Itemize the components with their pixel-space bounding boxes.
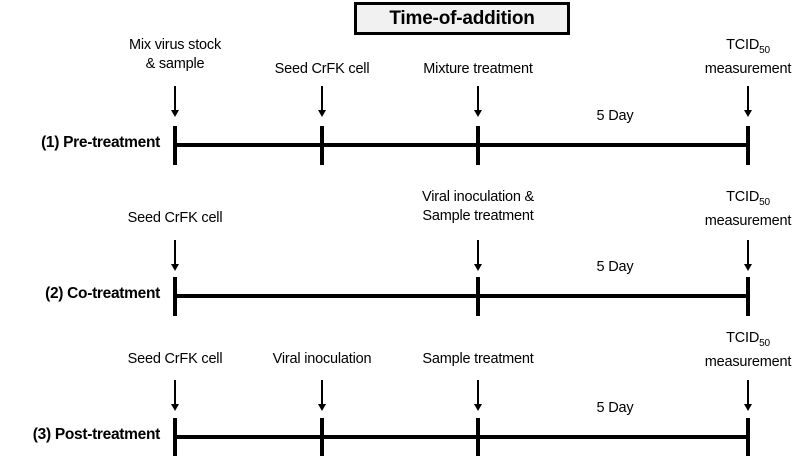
down-arrow-icon	[473, 380, 483, 412]
subscript-50: 50	[759, 337, 770, 349]
event-label-line2: measurement	[704, 353, 792, 370]
event-label-line1: Sample treatment	[422, 351, 534, 367]
timeline-tick	[746, 277, 750, 316]
event-label-line1: Seed CrFK cell	[127, 210, 223, 226]
timeline-tick	[746, 418, 750, 456]
event-label-line1: Seed CrFK cell	[127, 351, 223, 367]
diagram-title-box: Time-of-addition	[354, 2, 570, 35]
event-label: Sample treatment	[422, 350, 533, 369]
event-label-line2: & sample	[145, 56, 205, 72]
event-label-tcid50: TCID50 measurement	[704, 36, 792, 79]
event-label: Seed CrFK cell	[128, 350, 223, 369]
down-arrow-icon	[317, 380, 327, 412]
down-arrow-icon	[743, 86, 753, 118]
event-label-tcid50: TCID50 measurement	[704, 188, 792, 231]
event-label-line2: measurement	[704, 60, 792, 77]
timeline-tick	[476, 126, 480, 165]
down-arrow-icon	[170, 240, 180, 272]
event-label: Mixture treatment	[423, 60, 533, 79]
event-label-line1: TCID50	[726, 330, 770, 349]
duration-label-pre-treatment: 5 Day	[596, 108, 634, 124]
event-label-line1: TCID50	[726, 37, 770, 56]
row-label-post-treatment: (3) Post-treatment	[32, 426, 161, 443]
event-label-line1: Viral inoculation	[272, 351, 372, 367]
timeline-tick	[173, 126, 177, 165]
event-label-line1: Mixture treatment	[423, 61, 533, 77]
timeline-tick	[320, 126, 324, 165]
event-label: Seed CrFK cell	[275, 60, 370, 79]
timeline-tick	[746, 126, 750, 165]
down-arrow-icon	[473, 240, 483, 272]
duration-label-co-treatment: 5 Day	[596, 259, 634, 275]
duration-label-post-treatment: 5 Day	[596, 400, 634, 416]
event-label-line1: TCID50	[726, 189, 770, 208]
down-arrow-icon	[170, 86, 180, 118]
diagram-title: Time-of-addition	[389, 7, 535, 29]
timeline-tick	[476, 418, 480, 456]
timeline-tick	[173, 418, 177, 456]
event-label: Viral inoculation & Sample treatment	[422, 188, 534, 226]
row-label-pre-treatment: (1) Pre-treatment	[41, 134, 160, 151]
event-label-line1: Viral inoculation &	[421, 189, 535, 205]
down-arrow-icon	[743, 240, 753, 272]
timeline-tick	[173, 277, 177, 316]
event-label-line2: Sample treatment	[422, 208, 534, 224]
timeline-axis-pre-treatment	[175, 143, 750, 147]
event-label: Mix virus stock & sample	[129, 36, 221, 74]
down-arrow-icon	[317, 86, 327, 118]
timeline-axis-post-treatment	[175, 435, 750, 439]
event-label-line1: Mix virus stock	[128, 37, 222, 53]
event-label: Viral inoculation	[273, 350, 372, 369]
event-label-tcid50: TCID50 measurement	[704, 329, 792, 372]
subscript-50: 50	[759, 196, 770, 208]
timeline-axis-co-treatment	[175, 294, 750, 298]
event-label: Seed CrFK cell	[128, 209, 223, 228]
down-arrow-icon	[473, 86, 483, 118]
event-label-line2: measurement	[704, 212, 792, 229]
event-label-line1: Seed CrFK cell	[274, 61, 370, 77]
row-label-co-treatment: (2) Co-treatment	[45, 285, 160, 302]
subscript-50: 50	[759, 44, 770, 56]
down-arrow-icon	[170, 380, 180, 412]
timeline-tick	[476, 277, 480, 316]
timeline-tick	[320, 418, 324, 456]
down-arrow-icon	[743, 380, 753, 412]
